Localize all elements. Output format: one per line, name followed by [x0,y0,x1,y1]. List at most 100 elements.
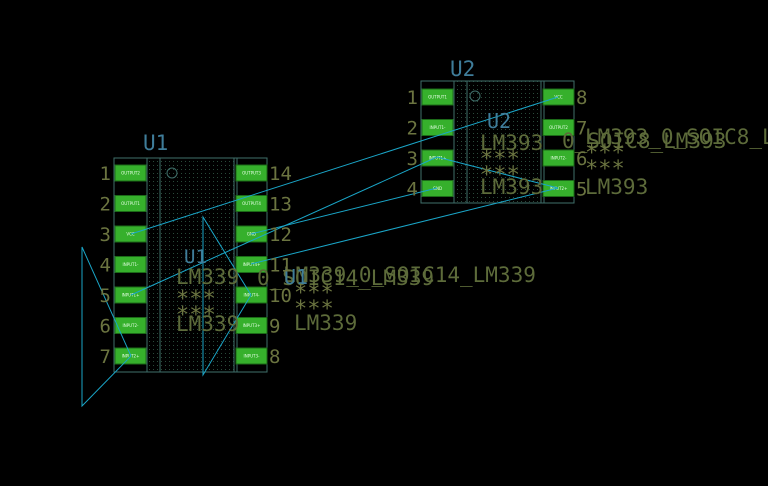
u2-pad-3-net: INPUT1+ [429,156,447,161]
u1-pin-number-10: 10 [269,285,292,307]
u1-pad-11[interactable]: INPUT4+ [235,256,268,273]
u2-pad-1-copper [421,88,454,106]
u1-pad-4-copper [114,256,147,273]
u1-pin-number-13: 13 [269,194,292,216]
u1-pad-8-net: INPUT3- [244,354,261,359]
u2-pad-6[interactable]: INPUT2- [542,149,575,167]
u2-footprint-name-overlap: 0_SOIC8_LM393 [562,129,726,153]
u2-pin-number-1: 1 [407,87,418,109]
u1-pad-1[interactable]: OUTPUT2 [114,164,147,182]
u2-pad-5[interactable]: INPUT2+ [542,180,575,197]
u1-pad-9[interactable]: INPUT3+ [235,317,268,334]
u1-pad-2[interactable]: OUTPUT1 [114,195,147,212]
u2-pin1-marker [469,90,481,102]
ratsnest-u1-gnd-u2-gnd [250,187,438,235]
ratsnest-u1-in2p-loop [81,246,132,408]
u1-pad-14-net: OUTPUT3 [242,171,261,176]
u2-pin-number-3: 3 [407,148,418,170]
u1-pad-8-copper [235,347,268,365]
u2-pad-2[interactable]: INPUT1- [421,119,454,136]
u2-pad-3[interactable]: INPUT1+ [421,149,454,167]
u1-value: LM339 [176,265,239,289]
u1-stars-left-top: *** [176,287,216,312]
u2-pin-number-2: 2 [407,118,418,140]
u1-pad-5-net: INPUT1+ [122,293,140,298]
u2-pad-7-copper [542,119,575,136]
u2-pin-number-7: 7 [576,118,587,140]
u1-pad-3[interactable]: VCC [114,225,147,243]
u2-pin-number-8: 8 [576,87,587,109]
u2-pad-8[interactable]: VCC [542,88,575,106]
u2-stars-left-bottom: *** [480,163,520,188]
u2-pad-6-copper [542,149,575,167]
u1-labels: U1 U1 LM339 LM339_0_SOIC14_LM339 0_SOIC1… [100,131,536,368]
u1-pad-2-copper [114,195,147,212]
u1-pin-number-7: 7 [100,346,111,368]
u1-pad-3-copper [114,225,147,243]
u1-body [146,157,235,373]
u1-pin-number-1: 1 [100,163,111,185]
u2-value: LM393 [480,131,543,155]
u1-reference: U1 [143,131,168,155]
u1-pad-1-net: OUTPUT2 [121,171,140,176]
u2-pad-1[interactable]: OUTPUT1 [421,88,454,106]
u1-pads-left[interactable]: OUTPUT2OUTPUT1VCCINPUT1-INPUT1+INPUT2-IN… [114,164,147,365]
u2-pad-5-copper [542,180,575,197]
u2-body [453,80,542,204]
u1-pad-3-net: VCC [126,232,135,237]
u1-pad-5[interactable]: INPUT1+ [114,286,147,304]
u2-stars-left-top: *** [480,147,520,172]
u1-pin-number-5: 5 [100,285,111,307]
ratsnest [81,96,559,408]
u2-pin-number-5: 5 [576,179,587,201]
u2-pad-4-copper [421,180,454,197]
u2-value-fab: LM393 [480,175,543,199]
u2-pad-4[interactable]: GND [421,180,454,197]
u1-value-fab: LM339 [176,312,239,336]
u1-stars-right-bottom: *** [294,297,334,322]
u2-pad-1-net: OUTPUT1 [428,95,447,100]
u1-stars-left-bottom: *** [176,303,216,328]
u2-stars-right-top: *** [585,141,625,166]
u1-footprint-name-overlap: 0_SOIC14_LM339 [257,266,434,290]
ratsnest-u1-vcc-u2-vcc [130,96,559,235]
u1-pin-number-4: 4 [100,255,111,277]
u2-reference: U2 [450,57,475,81]
u2-pad-7-net: OUTPUT2 [549,125,568,130]
u1-pad-10[interactable]: INPUT4- [235,286,268,304]
u2-pad-4-net: GND [433,186,442,191]
u1-pin-number-3: 3 [100,224,111,246]
u1-value-fab-right: LM339 [294,311,357,335]
u1-pad-13[interactable]: OUTPUT4 [235,195,268,212]
u2-reference-inner: U2 [487,109,511,133]
u1-pad-11-copper [235,256,268,273]
u1-pin-number-12: 12 [269,224,292,246]
u1-pad-6[interactable]: INPUT2- [114,317,147,334]
ratsnest-u1-in4m-loop [202,215,252,377]
u1-reference-inner: U1 [184,246,207,268]
u1-pad-8[interactable]: INPUT3- [235,347,268,365]
u2-pad-8-copper [542,88,575,106]
u1-pad-14-copper [235,164,268,182]
u1-pads-right[interactable]: OUTPUT3OUTPUT4GNDINPUT4+INPUT4-INPUT3+IN… [235,164,268,365]
u1-fab-reference: U1 [284,265,308,289]
u1-pad-4[interactable]: INPUT1- [114,256,147,273]
u1-pad-6-net: INPUT2- [123,323,140,328]
u2-pin-number-6: 6 [576,148,587,170]
u2-value-fab-right: LM393 [585,175,648,199]
u2-stars-right-bottom: *** [585,157,625,182]
u2-labels: U2 U2 LM393 LM393_0_SOIC8_LM393 0_SOIC8_… [407,57,768,201]
u2-pad-6-net: INPUT2- [551,156,568,161]
ratsnest-u1-in1p-u2-in1p [130,156,438,296]
u1-footprint-name: LM339_0_SOIC14_LM339 [283,263,536,287]
u2-pad-7[interactable]: OUTPUT2 [542,119,575,136]
u1-pad-5-copper [114,286,147,304]
u1-pad-14[interactable]: OUTPUT3 [235,164,268,182]
